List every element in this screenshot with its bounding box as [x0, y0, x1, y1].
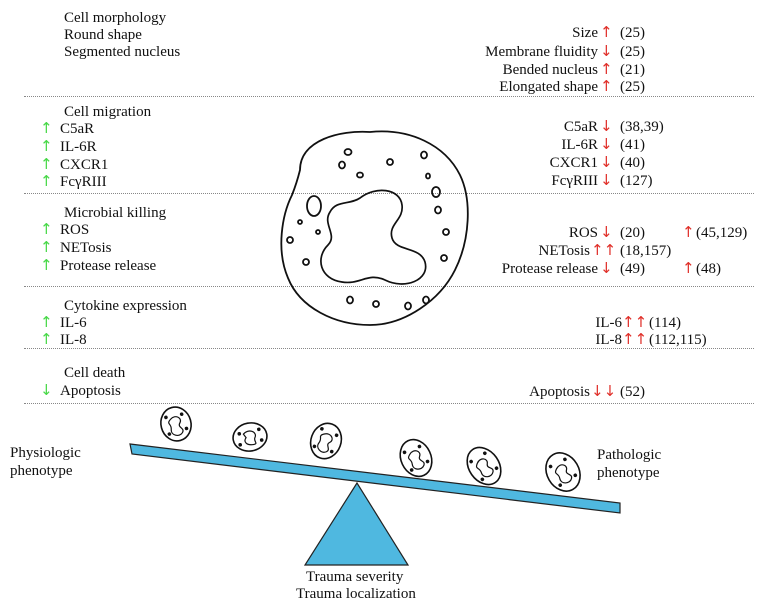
section-divider [24, 193, 754, 194]
section-divider [24, 286, 754, 287]
morphology-membrane-ref: (25) [620, 44, 645, 60]
arrow-up-icon: ↑ [40, 330, 53, 348]
arrow-down-icon: ↓ [600, 259, 613, 277]
section-divider [24, 403, 754, 404]
migration-fcgriii: FcγRIII [60, 174, 107, 190]
neutrophil-cell-drawing [280, 130, 469, 326]
arrow-up-icon: ↑ [40, 256, 53, 274]
arrow-up-icon: ↑ [40, 137, 53, 155]
killing-ros: ROS [60, 222, 90, 238]
arrow-down-icon: ↓ [600, 117, 613, 135]
arrow-up-icon: ↑ [600, 23, 613, 41]
arrow-down-icon: ↓ [40, 381, 53, 399]
morphology-round-shape: Round shape [64, 27, 142, 43]
migration-c5ar-right: C5aR [563, 119, 598, 135]
killing-protease-right: Protease release [501, 261, 598, 277]
migration-c5ar-ref: (38,39) [620, 119, 664, 135]
migration-cxcr1: CXCR1 [60, 157, 109, 173]
arrow-down-icon: ↓ [600, 223, 613, 241]
cytokine-il8-ref: (112,115) [649, 332, 707, 348]
morphology-size-label: Size [572, 25, 598, 41]
arrow-up-icon: ↑ [682, 259, 695, 277]
morphology-membrane-label: Membrane fluidity [485, 44, 598, 60]
arrow-up-icon: ↑ [40, 172, 53, 190]
migration-cxcr1-ref: (40) [620, 155, 645, 171]
cytokine-il6: IL-6 [60, 315, 87, 331]
arrow-down-icon: ↓ [600, 42, 613, 60]
killing-netosis-ref: (18,157) [620, 243, 672, 259]
small-cell-icons [160, 406, 581, 492]
physiologic-label-line2: phenotype [10, 463, 73, 479]
morphology-segmented-nucleus: Segmented nucleus [64, 44, 181, 60]
cytokine-il6-ref: (114) [649, 315, 681, 331]
death-apoptosis: Apoptosis [60, 383, 121, 399]
morphology-size-ref: (25) [620, 25, 645, 41]
arrow-up-icon: ↑↑ [622, 330, 648, 348]
killing-protease-ref: (49) [620, 261, 645, 277]
killing-protease: Protease release [60, 258, 157, 274]
killing-protease-ref2: (48) [696, 261, 721, 277]
arrow-down-icon: ↓↓ [591, 382, 617, 400]
fulcrum-label-line1: Trauma severity [306, 569, 404, 585]
killing-netosis: NETosis [60, 240, 112, 256]
physiologic-label-line1: Physiologic [10, 445, 81, 461]
cytokine-il8-right: IL-8 [595, 332, 622, 348]
migration-fcgriii-ref: (127) [620, 173, 653, 189]
killing-ros-ref2: (45,129) [696, 225, 748, 241]
death-apoptosis-ref: (52) [620, 384, 645, 400]
morphology-heading: Cell morphology [64, 10, 167, 26]
cytokine-heading: Cytokine expression [64, 298, 187, 314]
arrow-up-icon: ↑ [600, 77, 613, 95]
pathologic-label-line1: Pathologic [597, 447, 662, 463]
arrow-up-icon: ↑ [600, 60, 613, 78]
migration-il6r-ref: (41) [620, 137, 645, 153]
arrow-up-icon: ↑ [40, 238, 53, 256]
arrow-up-icon: ↑ [40, 313, 53, 331]
killing-ros-right: ROS [568, 225, 598, 241]
arrow-up-icon: ↑ [40, 119, 53, 137]
arrow-up-icon: ↑ [40, 155, 53, 173]
arrow-up-icon: ↑↑ [622, 313, 648, 331]
morphology-bended-label: Bended nucleus [502, 62, 598, 78]
arrow-down-icon: ↓ [600, 135, 613, 153]
arrow-down-icon: ↓ [600, 153, 613, 171]
cytokine-il6-right: IL-6 [595, 315, 622, 331]
migration-il6r: IL-6R [60, 139, 97, 155]
migration-c5ar: C5aR [60, 121, 95, 137]
cytokine-il8: IL-8 [60, 332, 87, 348]
arrow-down-icon: ↓ [600, 171, 613, 189]
migration-fcgriii-right: FcγRIII [551, 173, 598, 189]
migration-cxcr1-right: CXCR1 [549, 155, 598, 171]
morphology-elongated-ref: (25) [620, 79, 645, 95]
pathologic-label-line2: phenotype [597, 465, 660, 481]
morphology-elongated-label: Elongated shape [499, 79, 598, 95]
death-heading: Cell death [64, 365, 126, 381]
migration-heading: Cell migration [64, 104, 152, 120]
killing-heading: Microbial killing [64, 205, 167, 221]
killing-netosis-right: NETosis [538, 243, 590, 259]
seesaw-fulcrum [303, 481, 410, 566]
seesaw-plank [129, 443, 621, 514]
arrow-up-icon: ↑ [682, 223, 695, 241]
morphology-bended-ref: (21) [620, 62, 645, 78]
arrow-up-icon: ↑↑ [591, 241, 617, 259]
migration-il6r-right: IL-6R [561, 137, 598, 153]
section-divider [24, 348, 754, 349]
fulcrum-label-line2: Trauma localization [296, 586, 416, 602]
killing-ros-ref: (20) [620, 225, 645, 241]
section-divider [24, 96, 754, 97]
death-apoptosis-right: Apoptosis [529, 384, 590, 400]
arrow-up-icon: ↑ [40, 220, 53, 238]
